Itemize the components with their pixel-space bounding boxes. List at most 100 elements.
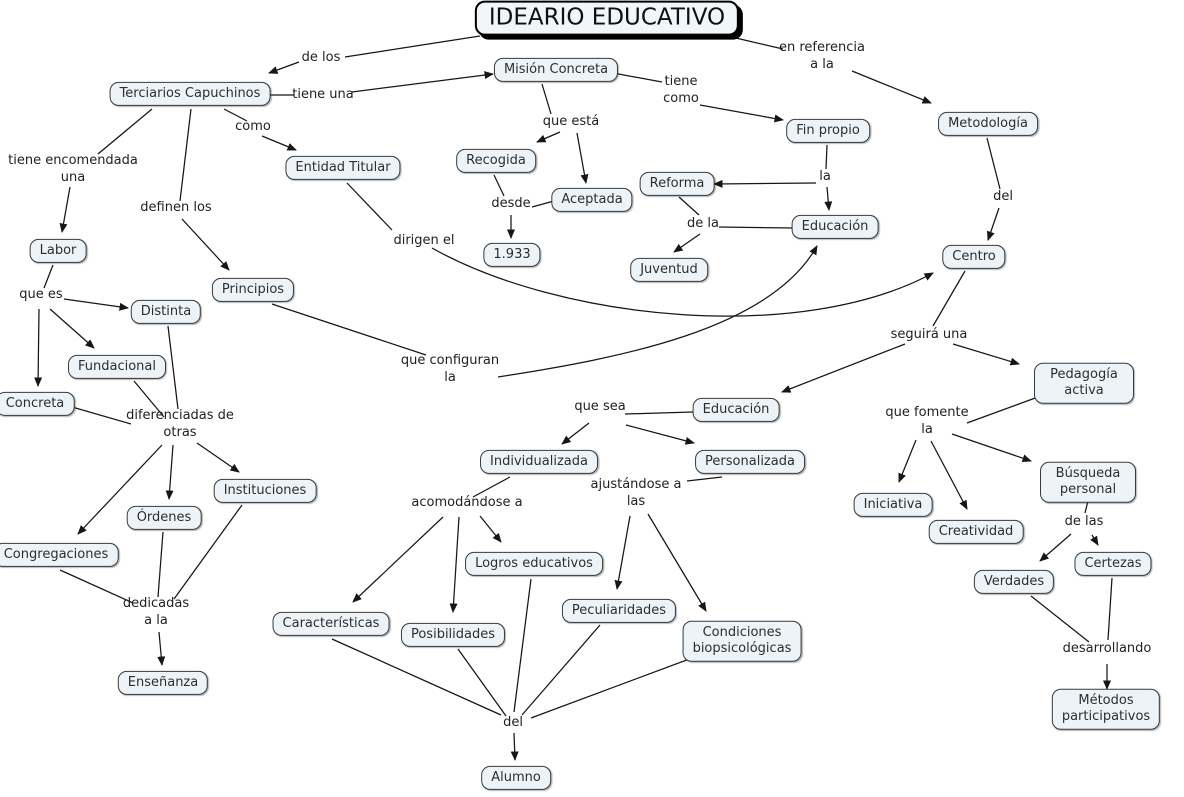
map-title-node[interactable]: IDEARIO EDUCATIVO	[474, 0, 740, 36]
concept-node-posibilidades[interactable]: Posibilidades	[400, 622, 506, 648]
concept-node-creatividad[interactable]: Creatividad	[928, 519, 1024, 545]
edge-10	[223, 108, 248, 122]
link-label-desde: desde	[491, 196, 531, 211]
concept-node-busqueda[interactable]: Búsqueda personal	[1040, 461, 1136, 503]
edge-30	[271, 303, 427, 356]
link-label-que-esta: que está	[542, 114, 600, 129]
edge-41	[479, 515, 502, 543]
edge-35	[624, 411, 694, 415]
edge-22	[824, 186, 833, 211]
edge-50	[510, 732, 519, 761]
concept-node-anio[interactable]: 1.933	[483, 242, 541, 268]
edge-58	[1030, 595, 1090, 643]
concept-node-reforma[interactable]: Reforma	[639, 171, 715, 197]
edge-33	[781, 343, 906, 393]
concept-node-finpropio[interactable]: Fin propio	[786, 118, 870, 144]
concept-node-personalizada[interactable]: Personalizada	[695, 449, 805, 475]
link-label-definen-los: definen los	[140, 200, 212, 215]
edge-6	[97, 108, 153, 155]
link-label-tiene-como: tiene como	[663, 74, 699, 106]
link-label-diferenciadas: diferenciadas de otras	[126, 408, 234, 440]
edge-24	[718, 226, 795, 229]
concept-node-centro[interactable]: Centro	[942, 244, 1006, 270]
edge-29	[431, 247, 934, 317]
link-label-ajustandose: ajustándose a las	[590, 477, 682, 509]
concept-node-logros[interactable]: Logros educativos	[465, 551, 603, 577]
link-label-acomodandose: acomodándose a	[411, 495, 523, 510]
link-label-tiene-una: tiene una	[292, 87, 354, 102]
concept-node-mision[interactable]: Misión Concreta	[493, 57, 619, 83]
edge-21	[713, 179, 817, 188]
concept-node-verdades[interactable]: Verdades	[973, 569, 1055, 595]
concept-node-entidad[interactable]: Entidad Titular	[285, 155, 401, 181]
edge-45	[331, 638, 502, 716]
link-label-como: como	[235, 119, 271, 134]
edge-56	[1039, 533, 1072, 562]
edge-51	[966, 396, 1039, 424]
concept-node-recogida[interactable]: Recogida	[456, 148, 536, 174]
concept-node-concreta[interactable]: Concreta	[0, 391, 75, 417]
edge-0	[344, 35, 481, 58]
edge-59	[1107, 577, 1113, 641]
edge-67	[59, 569, 134, 604]
concept-node-condiciones[interactable]: Condiciones biopsicológicas	[682, 620, 802, 662]
edge-26	[986, 137, 1001, 190]
edge-18	[612, 72, 663, 83]
edge-66	[196, 442, 240, 473]
concept-node-metodologia[interactable]: Metodología	[938, 111, 1038, 137]
edge-37	[625, 424, 695, 445]
concept-node-caracteristicas[interactable]: Características	[272, 611, 390, 637]
concept-node-instituciones[interactable]: Instituciones	[213, 478, 317, 504]
edge-23	[678, 196, 700, 216]
edge-28	[346, 182, 393, 231]
edge-42	[686, 476, 723, 482]
concept-node-congregaciones[interactable]: Congregaciones	[0, 542, 119, 568]
link-label-dedicadas: dedicadas a la	[122, 596, 190, 628]
concept-node-fundacional[interactable]: Fundacional	[68, 354, 166, 380]
edge-43	[614, 515, 631, 590]
edge-34	[952, 343, 1020, 366]
concept-node-iniciativa[interactable]: Iniciativa	[853, 492, 933, 518]
edge-5	[351, 71, 494, 93]
edges-group	[34, 34, 1113, 761]
concept-node-certezas[interactable]: Certezas	[1074, 551, 1152, 577]
concept-node-distinta[interactable]: Distinta	[130, 299, 202, 325]
edge-11	[261, 135, 297, 151]
edge-74	[34, 308, 43, 387]
concept-node-juventud[interactable]: Juventud	[630, 257, 708, 283]
edge-36	[561, 422, 590, 445]
edge-12	[541, 83, 552, 115]
edge-25	[673, 233, 701, 253]
concept-node-pedagogia[interactable]: Pedagogía activa	[1034, 362, 1134, 404]
concept-node-educacion1[interactable]: Educación	[791, 214, 879, 240]
edge-65	[165, 444, 174, 500]
concept-node-peculiaridades[interactable]: Peculiaridades	[561, 598, 677, 624]
concept-node-labor[interactable]: Labor	[29, 238, 87, 264]
concept-node-individualizada[interactable]: Individualizada	[480, 449, 598, 475]
concept-node-terciarios[interactable]: Terciarios Capuchinos	[109, 81, 271, 107]
edge-15	[493, 174, 505, 197]
edge-13	[536, 131, 561, 143]
edge-2	[722, 34, 784, 50]
edge-20	[825, 144, 828, 170]
concept-node-aceptada[interactable]: Aceptada	[551, 187, 633, 213]
edge-16	[531, 200, 555, 208]
concept-node-educacion2[interactable]: Educación	[692, 397, 780, 423]
concept-node-principios[interactable]: Principios	[211, 277, 295, 303]
concept-node-ensenanza[interactable]: Enseñanza	[117, 670, 209, 696]
link-label-de-los: de los	[301, 50, 341, 65]
edge-8	[179, 108, 192, 202]
concept-node-metodos[interactable]: Métodos participativos	[1051, 688, 1161, 730]
edge-72	[63, 298, 129, 311]
edge-57	[1090, 534, 1099, 546]
edge-54	[951, 433, 1032, 463]
edge-19	[699, 104, 784, 123]
link-label-que-fomente: que fomente la	[885, 405, 969, 437]
edge-70	[157, 631, 166, 666]
edge-64	[77, 444, 163, 535]
concept-node-ordenes[interactable]: Órdenes	[126, 505, 202, 531]
link-label-que-sea: que sea	[574, 399, 626, 414]
concept-node-alumno[interactable]: Alumno	[481, 765, 551, 791]
link-label-desarrollando: desarrollando	[1062, 641, 1152, 656]
